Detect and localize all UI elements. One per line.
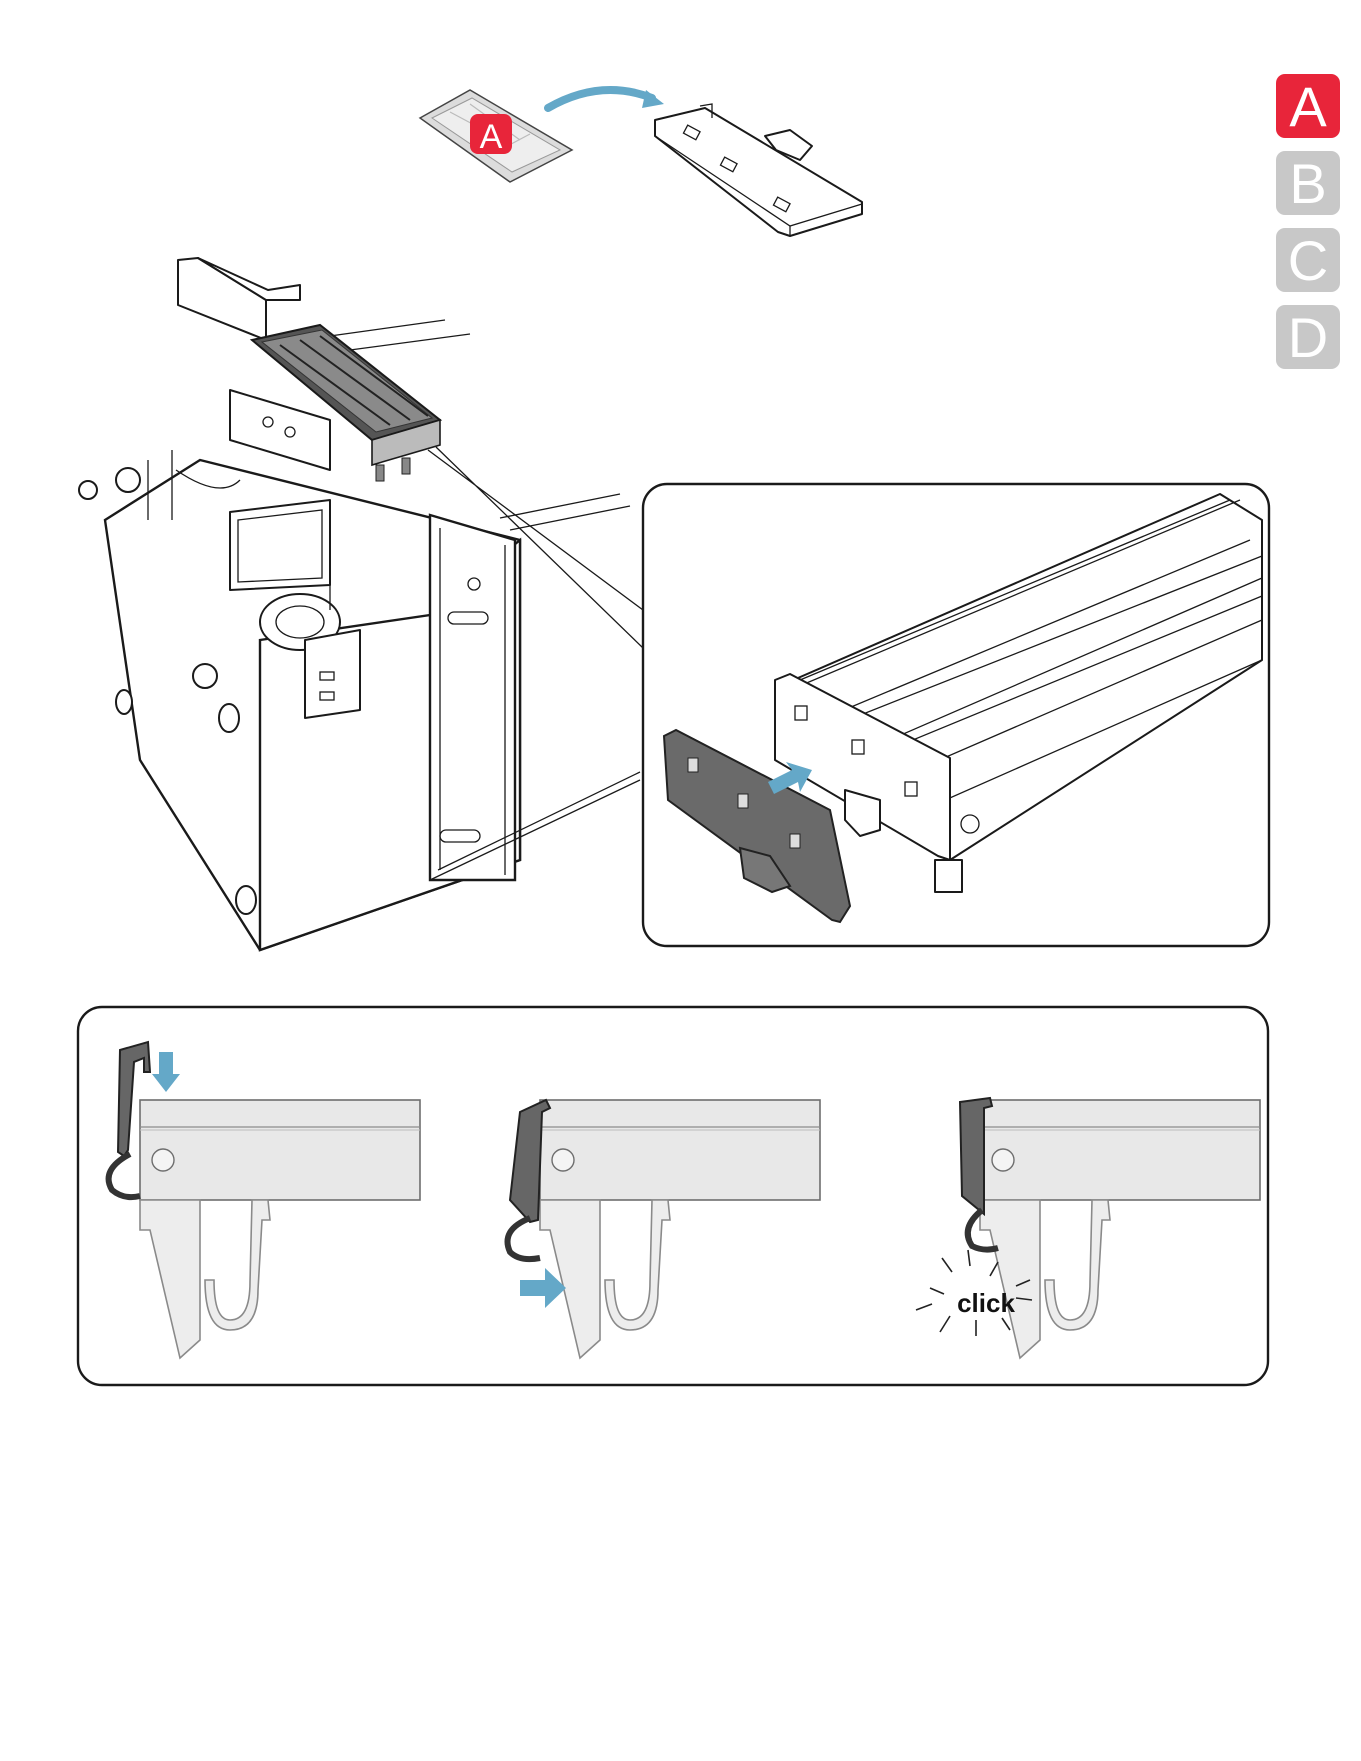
click-label: click (957, 1288, 1015, 1318)
clip-steps-panel: click (78, 1007, 1268, 1385)
detail-callout-panel (643, 484, 1269, 946)
cover-part-drawing (655, 104, 862, 236)
down-arrow-icon (159, 1052, 173, 1076)
filter-module-drawing (252, 325, 440, 481)
bag-label-badge: A (470, 114, 512, 156)
bag-label: A (480, 118, 503, 156)
curved-arrow-icon (548, 90, 652, 108)
